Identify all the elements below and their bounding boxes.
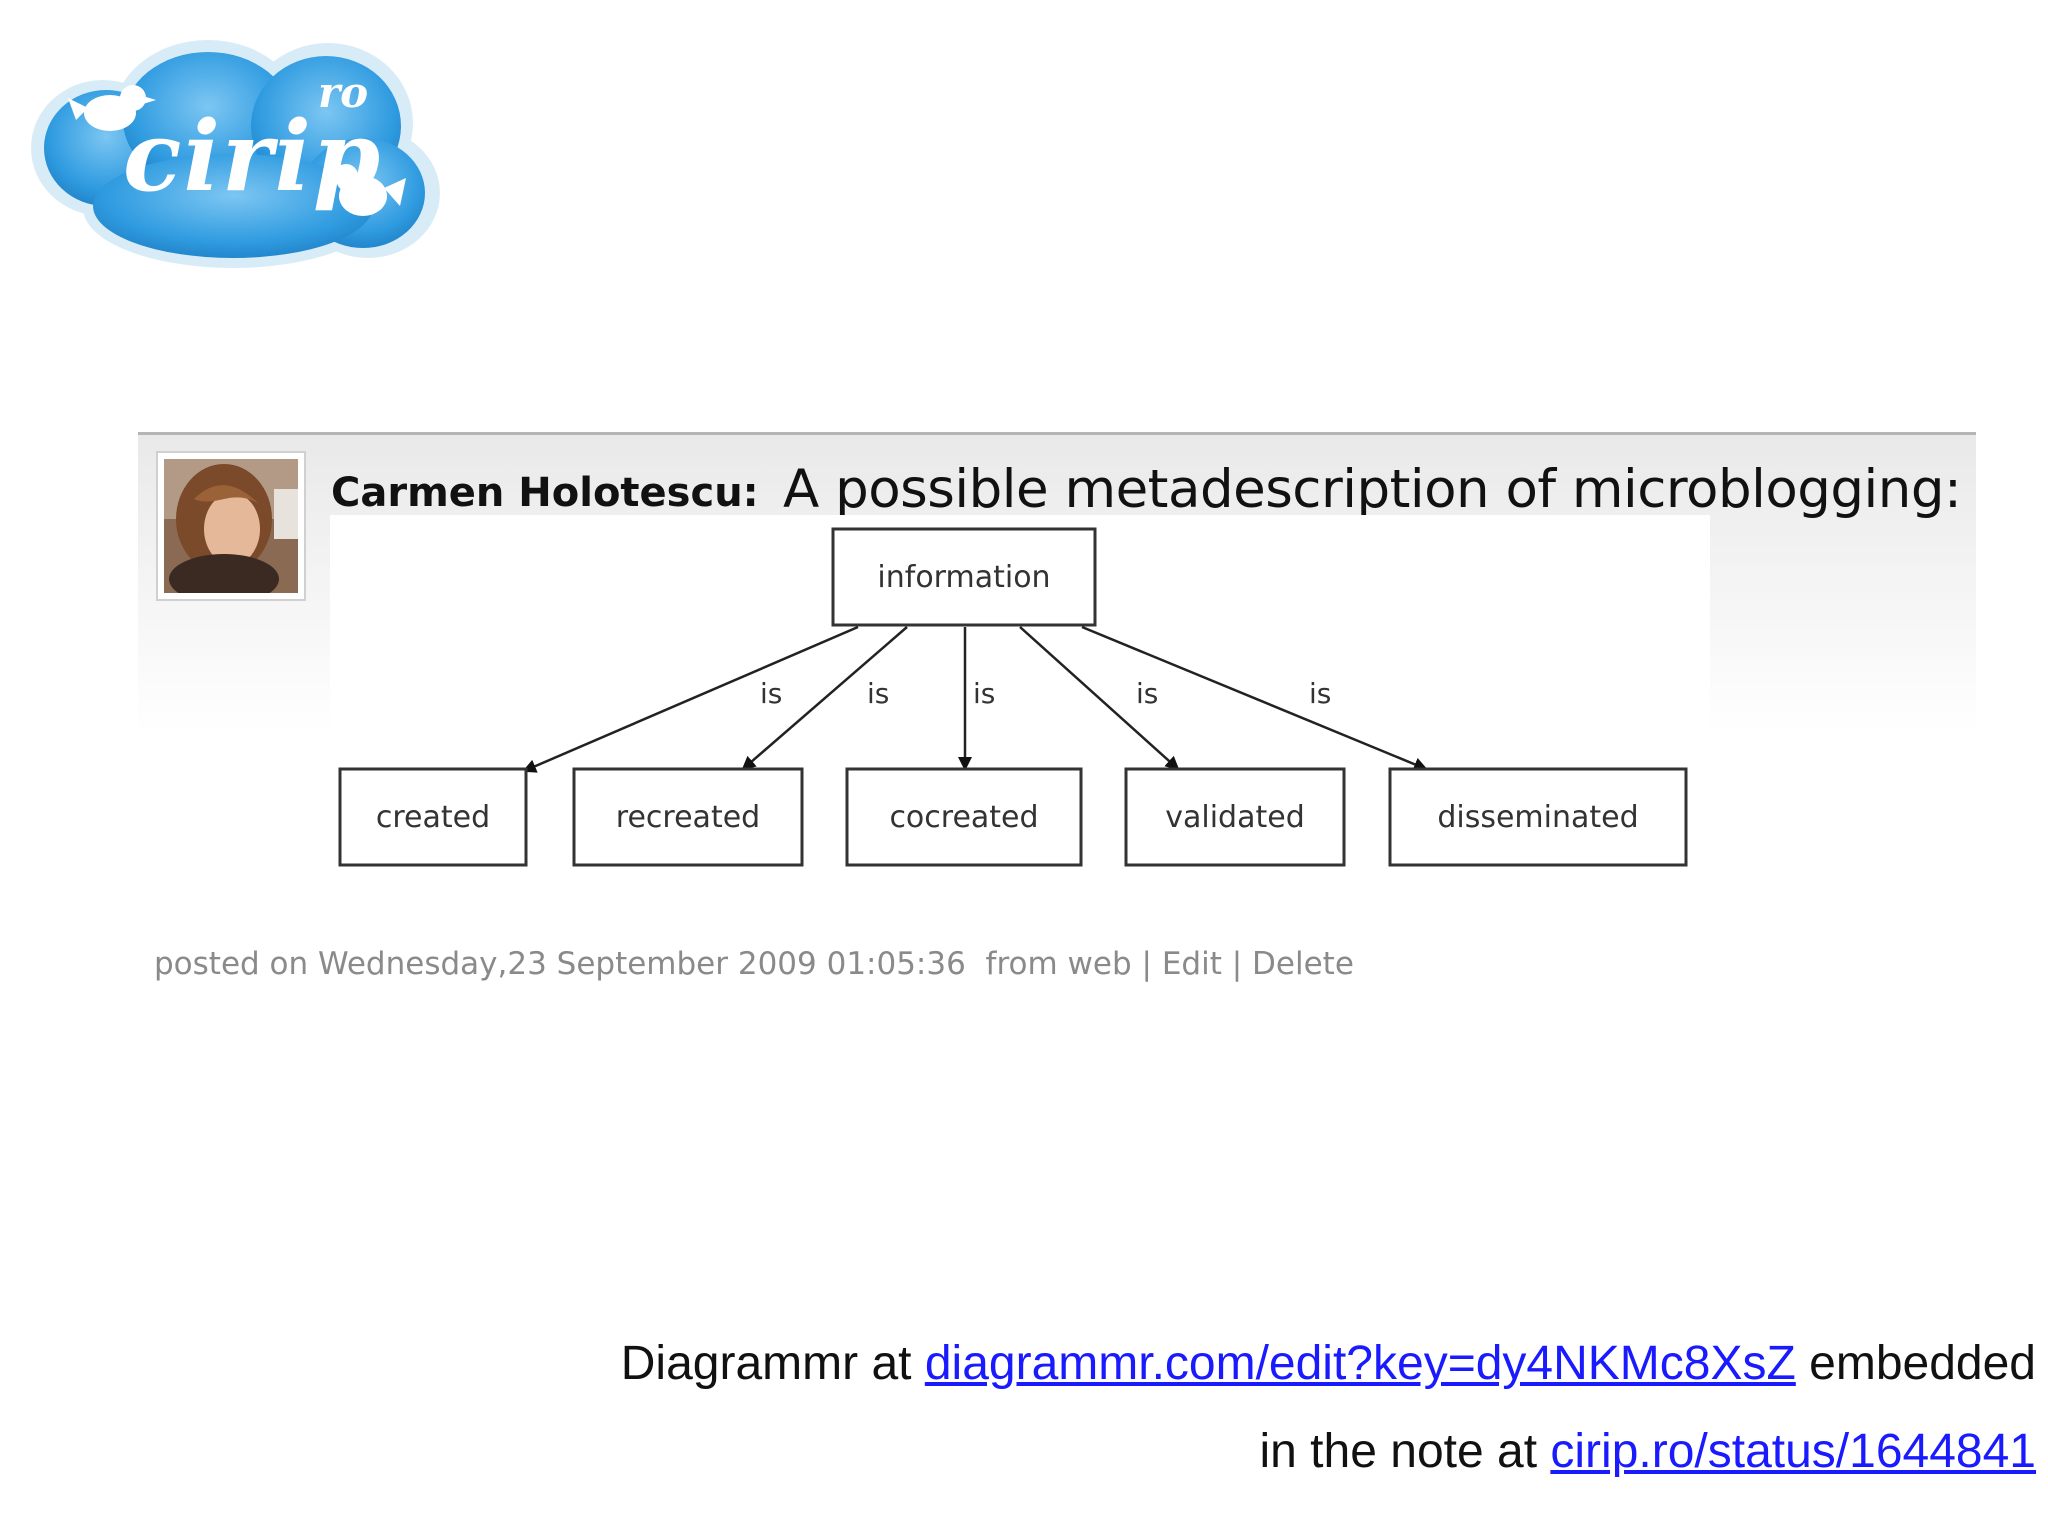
caption-text: Diagrammr at	[620, 1337, 925, 1390]
diagram-edges	[522, 625, 1428, 773]
node-information: information	[831, 527, 1097, 627]
caption-line-1: Diagrammr at diagrammr.com/edit?key=dy4N…	[621, 1336, 2036, 1391]
post-timestamp: posted on Wednesday,23 September 2009 01…	[154, 946, 1132, 982]
node-label-validated: validated	[1165, 800, 1305, 835]
node-validated: validated	[1124, 767, 1346, 867]
node-label-recreated: recreated	[616, 800, 760, 835]
cirip-logo[interactable]: cirip ro	[28, 28, 448, 278]
edge-label-recreated: is	[867, 677, 889, 710]
node-recreated: recreated	[572, 767, 804, 867]
node-cocreated: cocreated	[845, 767, 1083, 867]
bird-icon	[68, 85, 156, 131]
diagrammr-link[interactable]: diagrammr.com/edit?key=dy4NKMc8XsZ	[924, 1337, 1796, 1390]
cirip-logo-cloud	[31, 40, 440, 268]
post-meta: posted on Wednesday,23 September 2009 01…	[154, 946, 1354, 982]
diagram: is is is is is information created recre…	[330, 515, 1710, 900]
node-label-information: information	[877, 560, 1050, 595]
node-label-cocreated: cocreated	[889, 800, 1038, 835]
avatar-photo	[164, 459, 298, 593]
delete-link[interactable]: Delete	[1252, 946, 1354, 982]
meta-separator: |	[1231, 946, 1243, 982]
avatar[interactable]	[156, 451, 306, 601]
edge-label-validated: is	[1136, 677, 1158, 710]
node-created: created	[338, 767, 528, 867]
diagram-svg: is is is is is information created recre…	[338, 527, 1688, 867]
node-disseminated: disseminated	[1388, 767, 1688, 867]
edge-label-disseminated: is	[1309, 677, 1331, 710]
caption-line-2: in the note at cirip.ro/status/1644841	[1259, 1424, 2036, 1479]
edit-link[interactable]: Edit	[1161, 946, 1222, 982]
edge-label-created: is	[760, 677, 782, 710]
node-label-created: created	[376, 800, 490, 835]
caption-text: in the note at	[1259, 1425, 1551, 1478]
post-title: A possible metadescription of microblogg…	[783, 459, 1962, 520]
edge-label-cocreated: is	[973, 677, 995, 710]
cirip-status-link[interactable]: cirip.ro/status/1644841	[1550, 1425, 2036, 1478]
node-label-disseminated: disseminated	[1437, 800, 1638, 835]
caption-text: embedded	[1795, 1337, 2036, 1390]
logo-suffix: ro	[318, 68, 369, 117]
logo-text: cirip	[123, 100, 383, 213]
meta-separator: |	[1141, 946, 1152, 982]
post-author[interactable]: Carmen Holotescu:	[331, 470, 759, 516]
